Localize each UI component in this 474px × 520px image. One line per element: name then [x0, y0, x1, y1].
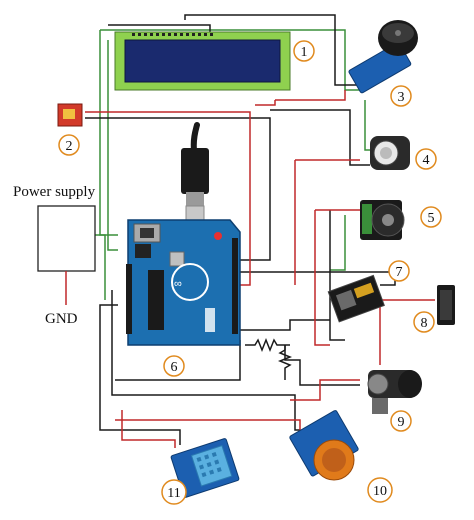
callout-2-text: 2 [66, 139, 73, 154]
callout-3: 3 [390, 85, 412, 107]
wire-black [284, 345, 360, 386]
callout-8-text: 8 [421, 316, 428, 331]
callout-8: 8 [413, 311, 435, 333]
wire-green [107, 40, 118, 251]
power-supply: Power supply GND [13, 184, 96, 327]
arduino-board: ∞ [126, 219, 241, 346]
gas-sensor [370, 136, 410, 170]
callout-6: 6 [163, 355, 185, 377]
wire-red [115, 419, 301, 435]
wire-black [85, 117, 271, 261]
callout-7: 7 [388, 260, 410, 282]
callout-2: 2 [58, 134, 80, 156]
wires [85, 14, 435, 448]
servo-module [367, 370, 422, 414]
lcd-display [114, 31, 291, 91]
wire-black [184, 14, 360, 86]
wire-red [85, 111, 251, 125]
wire-green [92, 234, 106, 300]
callout-9: 9 [390, 410, 412, 432]
fan-motor [360, 200, 405, 240]
gsm-module [57, 103, 83, 127]
callout-4: 4 [415, 148, 437, 170]
gnd-label: GND [45, 311, 78, 327]
callout-1: 1 [293, 40, 315, 62]
callout-11: 11 [161, 479, 187, 505]
resistor [245, 337, 290, 353]
wire-black [99, 304, 181, 445]
power-supply-box [37, 205, 96, 272]
wire-red [121, 410, 176, 448]
wire-red [314, 210, 330, 346]
callout-7-text: 7 [396, 265, 403, 280]
antenna-module [437, 285, 455, 325]
wire-black [108, 24, 211, 32]
callout-3-text: 3 [398, 90, 405, 105]
callout-11-text: 11 [167, 486, 180, 501]
callout-5: 5 [420, 206, 442, 228]
callout-10-text: 10 [373, 484, 387, 499]
wifi-module [327, 274, 385, 323]
svg-text:∞: ∞ [174, 278, 182, 290]
wire-red [255, 100, 276, 106]
wire-black [240, 319, 330, 331]
dht-sensor [170, 438, 240, 498]
wire-red [240, 125, 251, 286]
wire-green [330, 215, 346, 271]
callouts: 1 2 3 4 5 7 6 8 [58, 40, 442, 505]
usb-cable [181, 122, 209, 223]
wire-black [115, 340, 241, 381]
resistor [277, 345, 293, 380]
callout-1-text: 1 [301, 45, 308, 60]
wire-black [111, 290, 300, 431]
callout-6-text: 6 [171, 360, 178, 375]
mq-sensor [289, 410, 359, 481]
power-supply-label: Power supply [13, 184, 96, 200]
wire-red [275, 90, 346, 101]
wire-black [329, 210, 345, 341]
wire-black [270, 109, 370, 166]
callout-4-text: 4 [423, 153, 430, 168]
wire-green [100, 29, 360, 91]
callout-5-text: 5 [428, 211, 435, 226]
callout-9-text: 9 [398, 415, 405, 430]
callout-10: 10 [367, 477, 393, 503]
buzzer-module [348, 20, 418, 94]
wire-red [290, 379, 360, 401]
